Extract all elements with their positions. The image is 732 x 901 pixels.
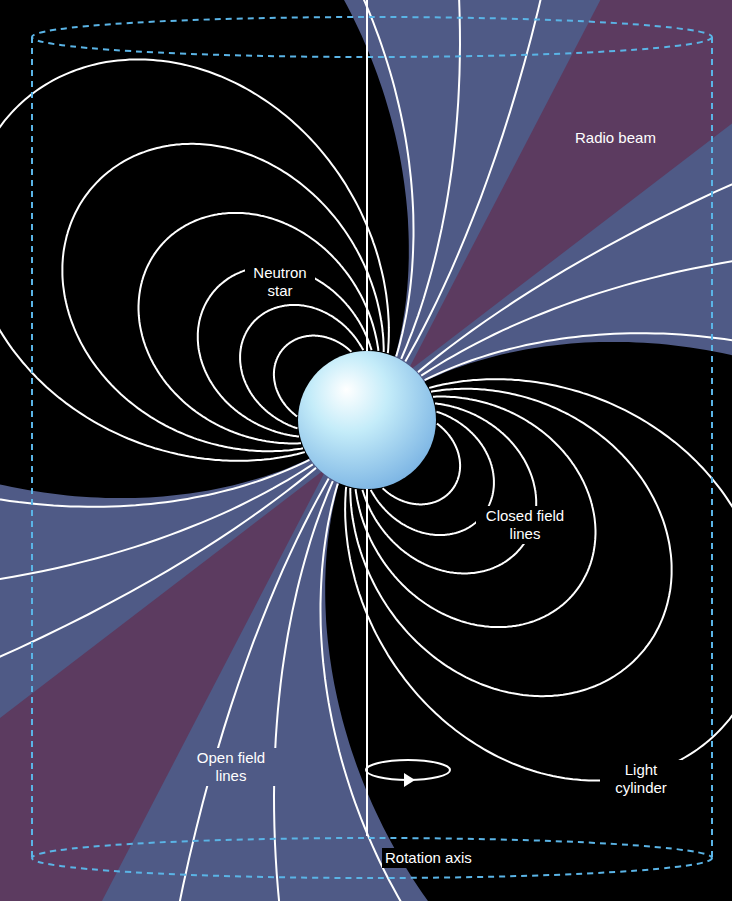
star-disc [298, 351, 436, 489]
radio-beam [0, 467, 327, 901]
neutron-star: Neutron star [297, 350, 437, 490]
cylinder-top [32, 17, 712, 57]
axis-label: Rotation axis [382, 848, 475, 868]
region-label: Closed field lines [476, 506, 574, 544]
light-cylinder [32, 17, 712, 878]
field-line [274, 246, 732, 901]
beam-label: Radio beam [572, 128, 659, 148]
field-line [0, 0, 600, 854]
star-sphere [297, 350, 437, 490]
cylinder-label: Light cylinder [600, 760, 682, 798]
cylinder-side [31, 37, 33, 858]
cylinder-side [711, 37, 713, 858]
cylinder-bottom [32, 838, 712, 878]
field-line [0, 0, 460, 594]
field-line [135, 0, 732, 901]
region-label: Open field lines [183, 748, 279, 786]
node-label: Neutron star [245, 263, 315, 301]
rotation-arrowhead [404, 773, 415, 787]
